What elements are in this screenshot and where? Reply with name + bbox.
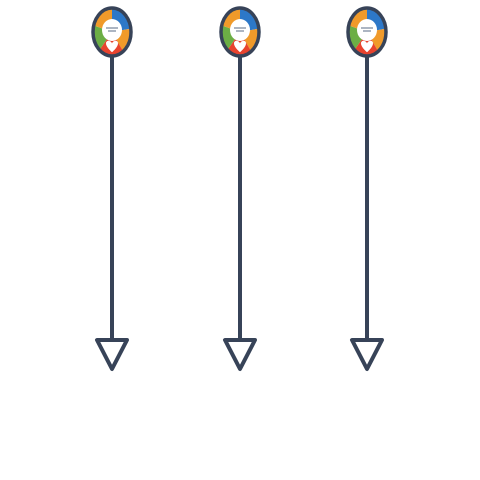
segment-red	[93, 32, 131, 56]
marker-2	[219, 6, 261, 371]
segment-blue	[112, 8, 131, 32]
segment-orange	[240, 25, 259, 56]
down-arrowhead-icon	[350, 338, 384, 371]
badge-outline	[346, 6, 388, 58]
heart-icon	[105, 40, 119, 53]
segment-orange	[112, 25, 131, 56]
marker-3	[346, 6, 388, 371]
segment-orange	[367, 25, 386, 56]
badge-center	[102, 19, 122, 41]
segment-blue	[240, 8, 259, 32]
badge-center	[230, 19, 250, 41]
heart-icon	[360, 40, 374, 53]
down-arrowhead-icon	[95, 338, 129, 371]
marker-1	[91, 6, 133, 371]
segment-red	[221, 32, 259, 56]
wheel-badge-icon	[346, 6, 388, 58]
badge-outline	[91, 6, 133, 58]
segment-red	[348, 32, 386, 56]
badge-outline	[219, 6, 261, 58]
heart-icon	[233, 40, 247, 53]
segment-blue	[367, 8, 386, 32]
down-arrowhead-icon	[223, 338, 257, 371]
badge-center	[357, 19, 377, 41]
